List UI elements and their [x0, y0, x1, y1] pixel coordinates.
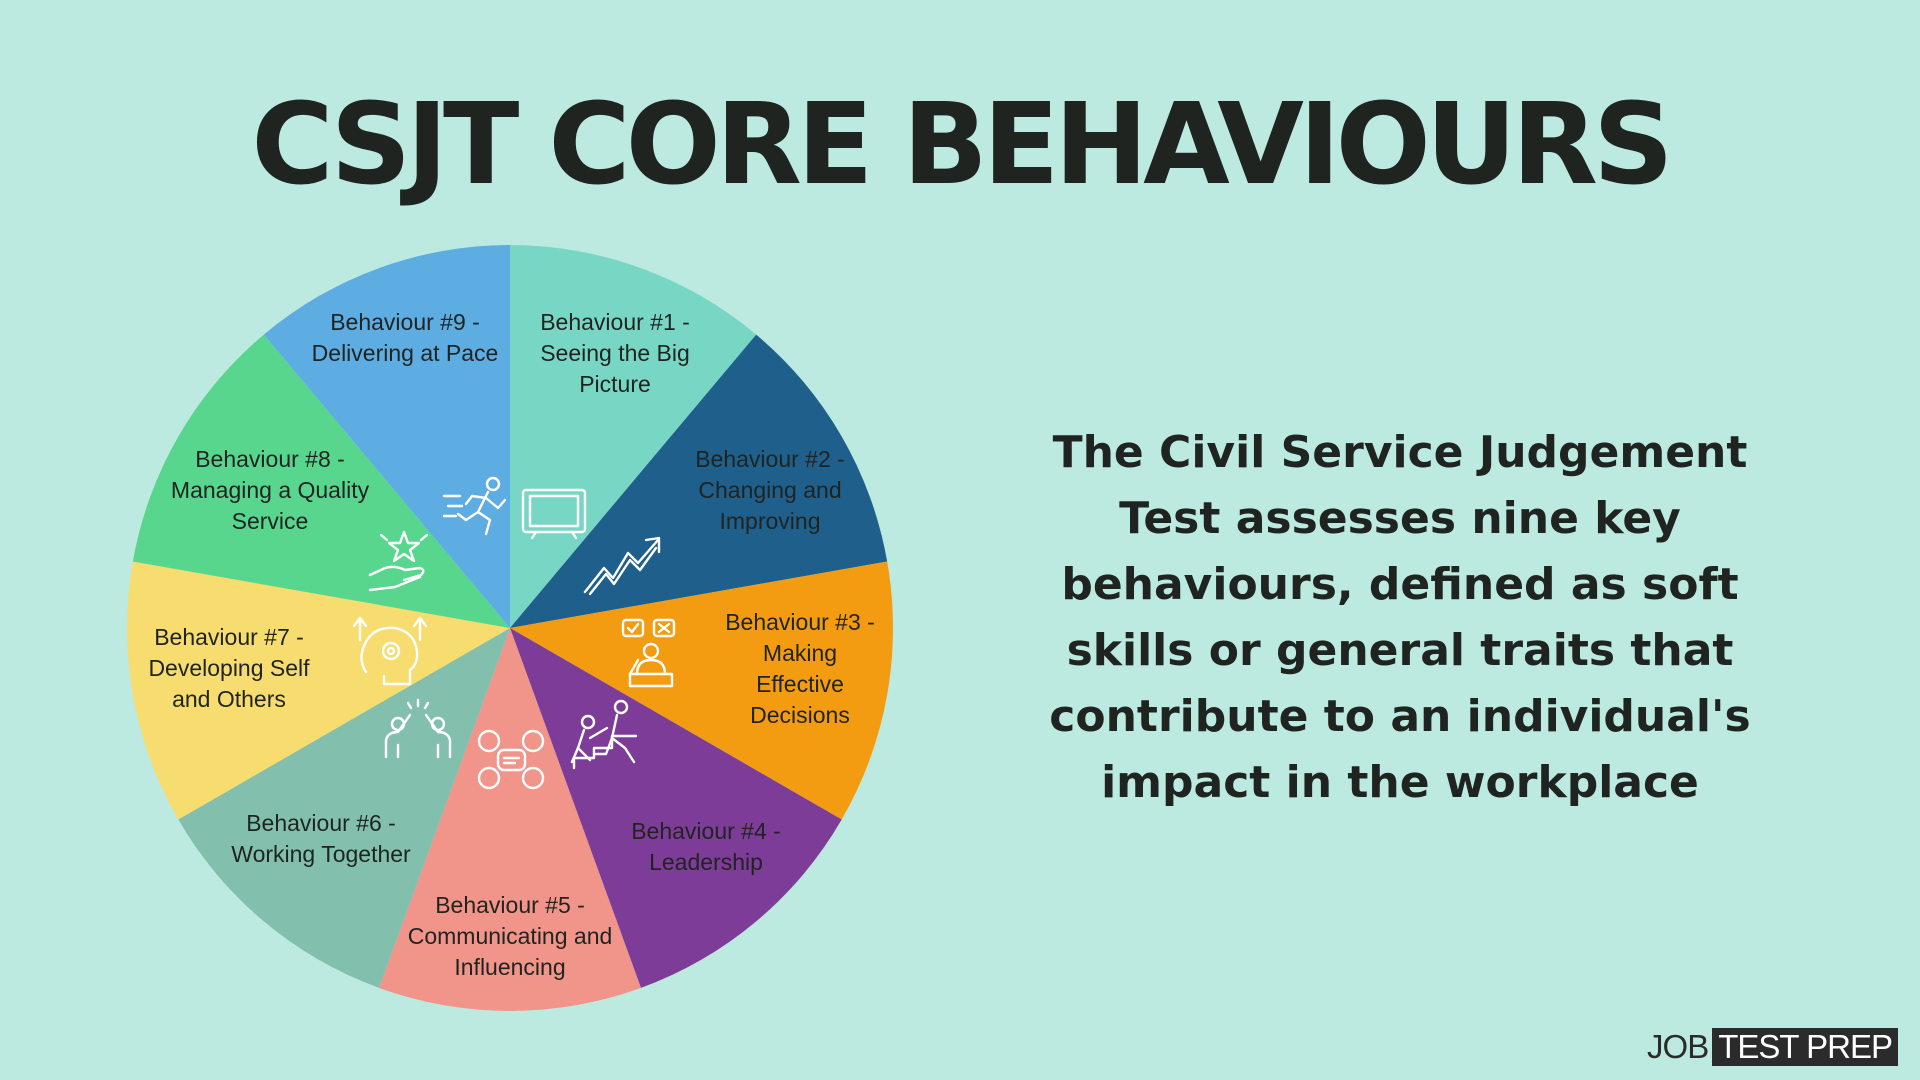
- wheel-segment-8: [132, 334, 510, 628]
- hand-star-icon: [368, 530, 429, 592]
- segment-label-line: Effective: [756, 671, 844, 697]
- page-title: CSJT CORE BEHAVIOURS: [251, 80, 1673, 210]
- segment-label-line: Leadership: [649, 849, 763, 875]
- segment-label-line: Behaviour #9 -: [330, 309, 480, 335]
- decision-icon: [621, 618, 676, 688]
- logo-text-test-prep: TEST PREP: [1712, 1028, 1898, 1066]
- segment-label-line: Delivering at Pace: [312, 340, 499, 366]
- segment-label-4: Behaviour #4 - Leadership: [631, 818, 781, 875]
- wheel-segment-2: [510, 334, 888, 628]
- segment-label-line: Behaviour #2 -: [695, 446, 845, 472]
- growth-arrow-icon: [583, 536, 661, 596]
- segment-label-line: Behaviour #1 -: [540, 309, 690, 335]
- jobtestprep-logo: JOB TEST PREP: [1647, 1028, 1898, 1066]
- helping-climb-icon: [570, 699, 638, 770]
- running-person-icon: [442, 476, 507, 536]
- segment-label-line: Behaviour #7 -: [154, 624, 304, 650]
- segment-label-line: Developing Self: [148, 655, 310, 681]
- segment-label-line: Decisions: [750, 702, 850, 728]
- segment-label-line: Service: [232, 508, 309, 534]
- segment-label-line: Working Together: [231, 841, 411, 867]
- segment-label-line: Improving: [720, 508, 821, 534]
- wheel-segment-9: [263, 245, 510, 628]
- segment-label-line: Behaviour #6 -: [246, 810, 396, 836]
- segment-label-line: Changing and: [698, 477, 841, 503]
- segment-label-line: Behaviour #3 -: [725, 609, 875, 635]
- segment-label-line: Picture: [579, 371, 651, 397]
- segment-label-line: Influencing: [454, 954, 565, 980]
- segment-label-line: Seeing the Big: [540, 340, 690, 366]
- segment-label-9: Behaviour #9 - Delivering at Pace: [312, 309, 499, 366]
- segment-label-line: and Others: [172, 686, 286, 712]
- segment-label-line: Behaviour #8 -: [195, 446, 345, 472]
- segment-label-line: Communicating and: [408, 923, 613, 949]
- mind-growth-icon: [352, 616, 428, 686]
- monitor-icon: [521, 488, 587, 540]
- high-five-icon: [384, 698, 452, 759]
- wheel-segment-5: [379, 628, 641, 1011]
- logo-text-job: JOB: [1647, 1028, 1709, 1065]
- segment-label-line: Managing a Quality: [171, 477, 370, 503]
- segment-label-line: Making: [763, 640, 837, 666]
- wheel-segment-3: [510, 561, 893, 820]
- segment-label-7: Behaviour #7 - Developing Self and Others: [148, 624, 310, 712]
- test-description: The Civil Service Judgement Test assesse…: [1049, 427, 1751, 808]
- segment-label-line: Behaviour #5 -: [435, 892, 585, 918]
- communication-network-icon: [477, 729, 545, 790]
- segment-label-line: Behaviour #4 -: [631, 818, 781, 844]
- segment-label-6: Behaviour #6 - Working Together: [231, 810, 411, 867]
